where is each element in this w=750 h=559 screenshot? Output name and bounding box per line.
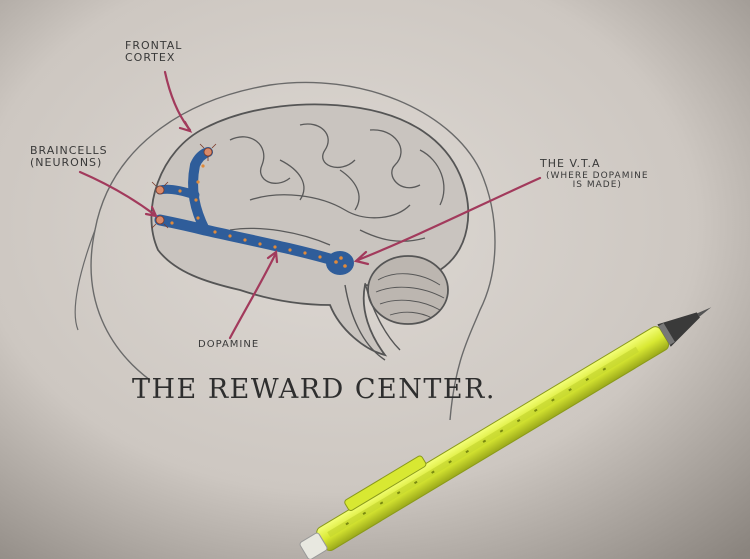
label-frontal-cortex: Frontal Cortex [125, 39, 183, 64]
annotation-arrows [78, 70, 542, 340]
neuron-cells [151, 143, 217, 229]
head-outline [90, 81, 496, 421]
brain-folds [229, 123, 445, 246]
diagram-title: The Reward Center. [132, 374, 496, 405]
brain-stem [344, 282, 401, 361]
arrow-vta [356, 176, 542, 262]
dopamine-pathway [154, 147, 354, 275]
label-braincells: Braincells (Neurons) [30, 144, 108, 169]
cerebellum [367, 255, 449, 325]
label-vta: The V.T.A [540, 157, 601, 170]
arrow-dopamine [228, 253, 277, 340]
mechanical-pencil [299, 307, 712, 559]
label-vta-note: (Where Dopamine is Made) [546, 171, 649, 191]
label-dopamine: Dopamine [198, 339, 260, 350]
arrow-braincells [78, 170, 157, 217]
neck-outline [74, 229, 96, 331]
